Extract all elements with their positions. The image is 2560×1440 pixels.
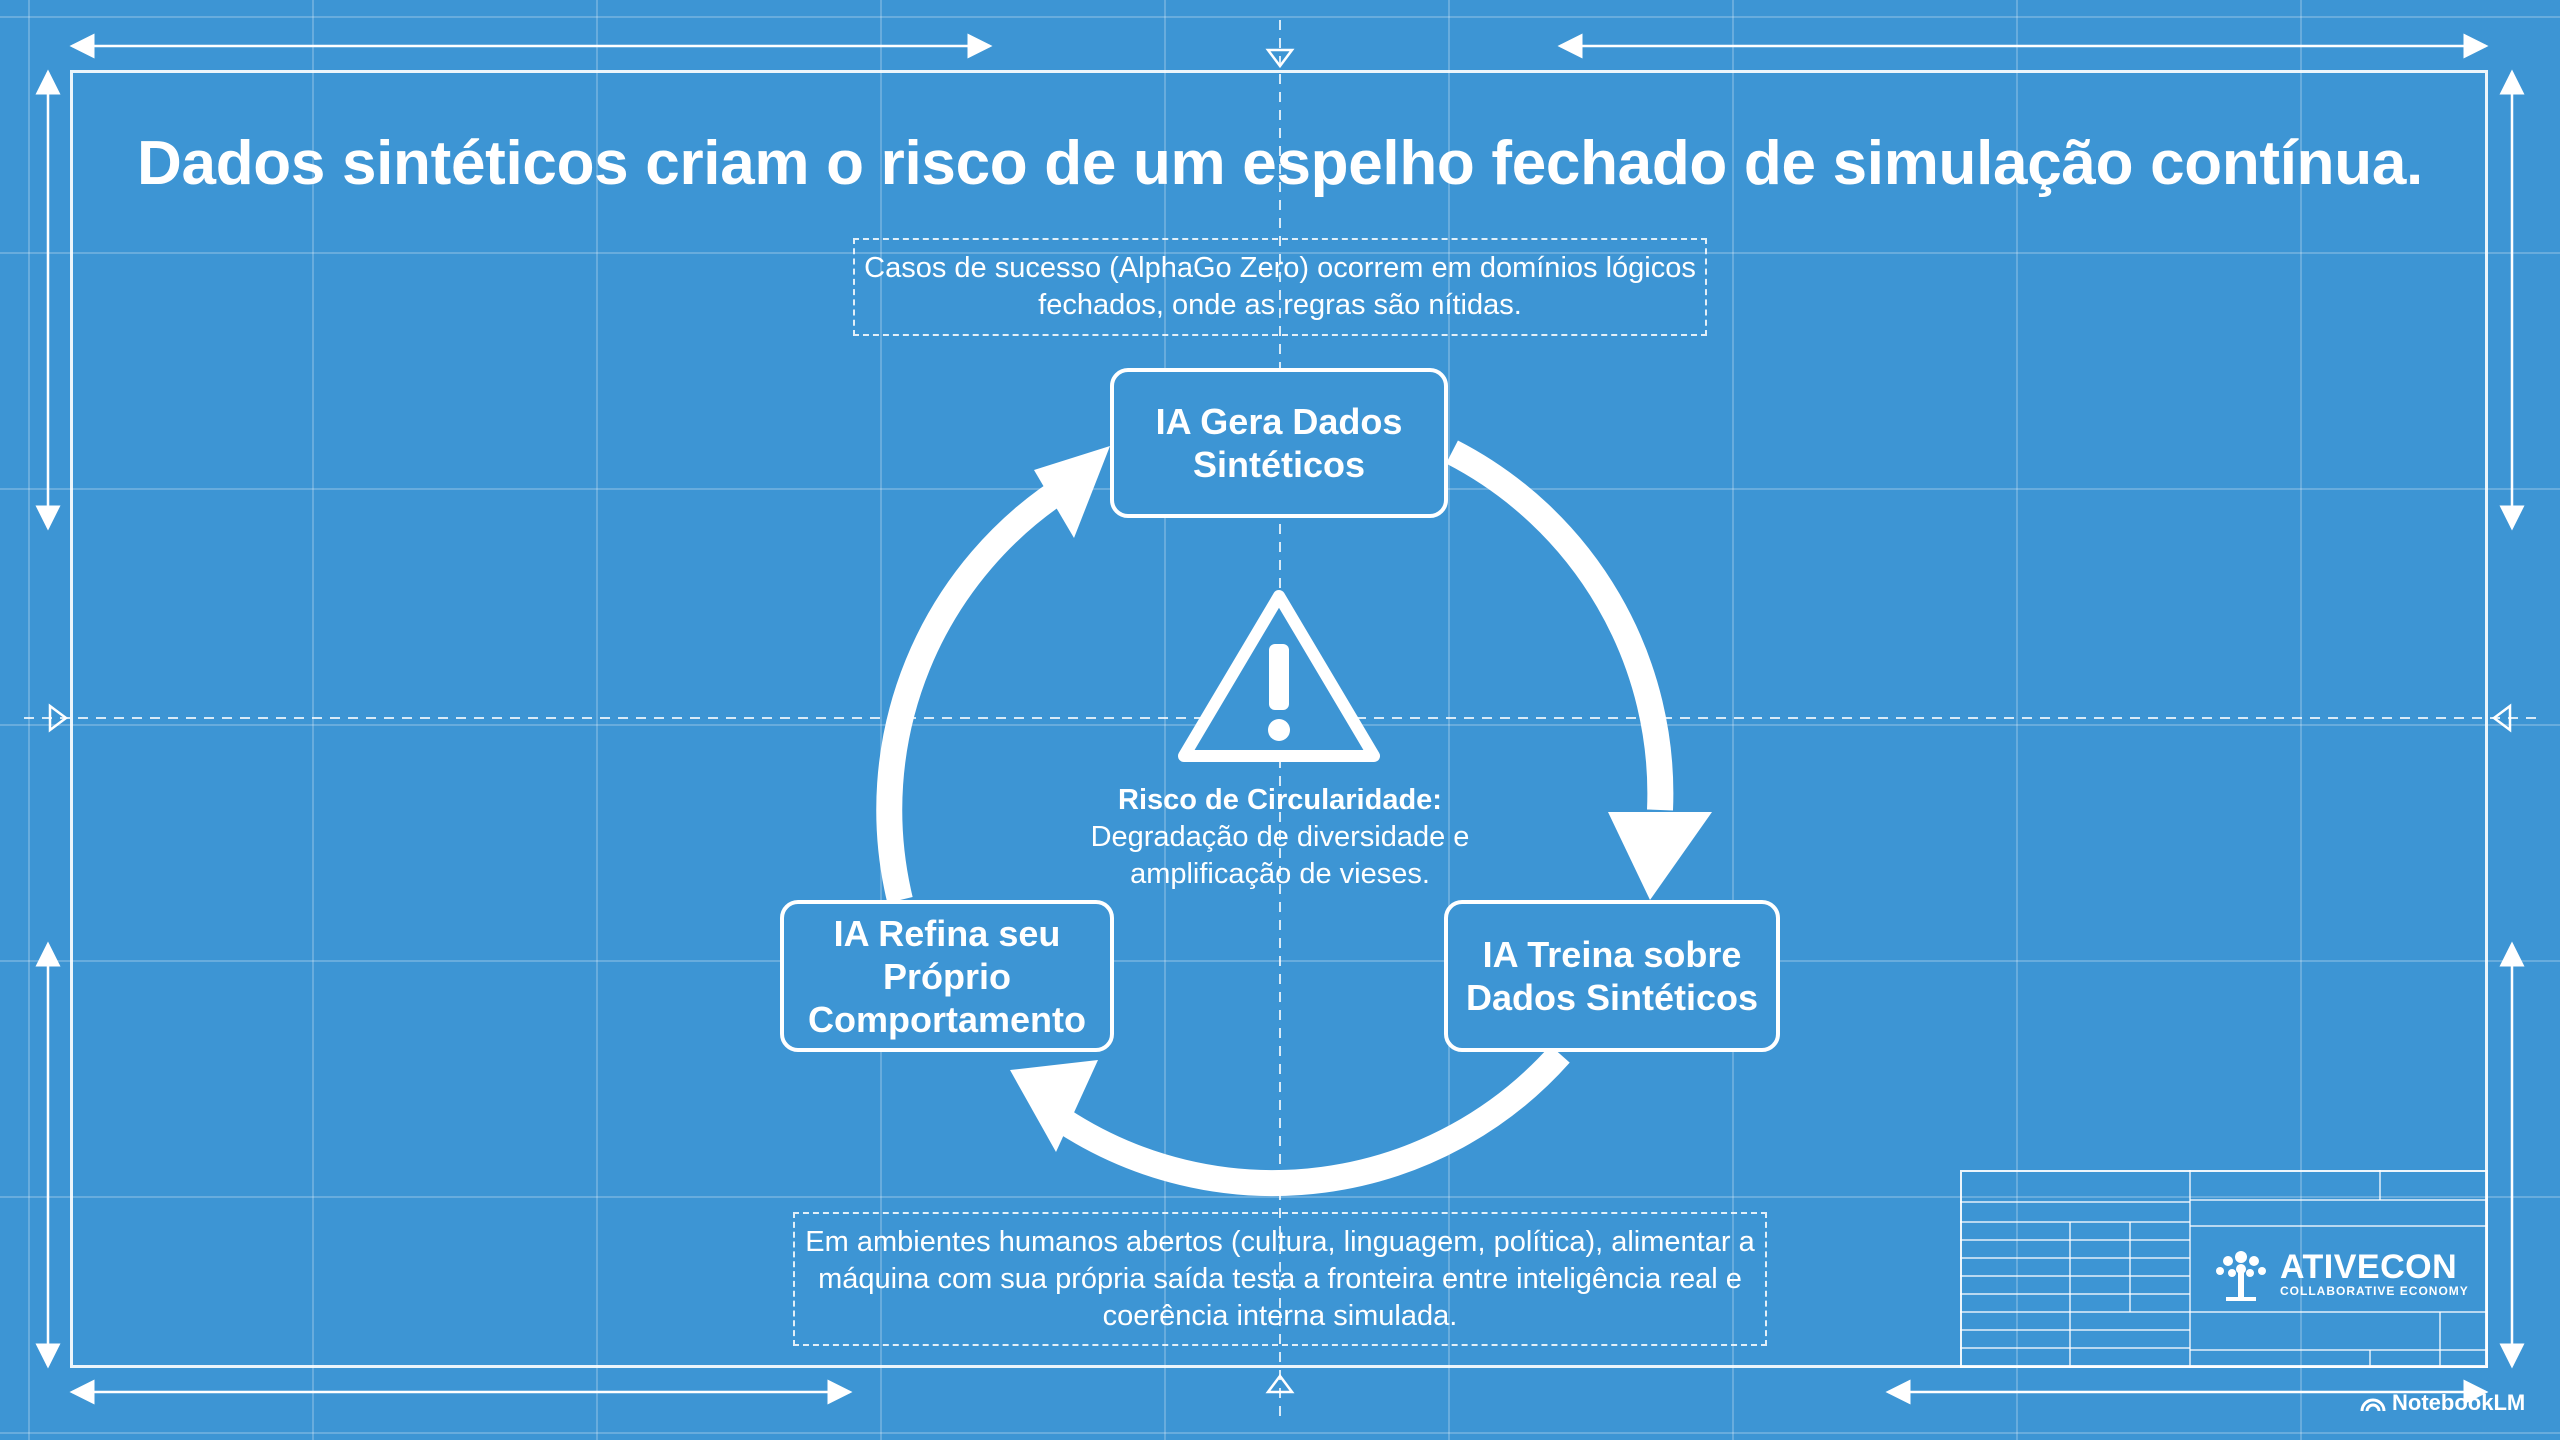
arrowhead-right [1608, 812, 1712, 900]
cycle-arrow-bottom [1054, 1045, 1570, 1197]
logo-tagline: COLLABORATIVE ECONOMY [2280, 1284, 2469, 1298]
note-top: Casos de sucesso (AlphaGo Zero) ocorrem … [853, 238, 1707, 336]
note-bottom-text: Em ambientes humanos abertos (cultura, l… [805, 1225, 1755, 1332]
logo-name: ATIVECON [2280, 1248, 2458, 1286]
note-bottom: Em ambientes humanos abertos (cultura, l… [793, 1212, 1767, 1346]
notebooklm-icon [2360, 1398, 2386, 1412]
warning-triangle-icon [1178, 590, 1380, 762]
circularity-risk-body: Degradação de diversidade e amplificação… [1090, 821, 1470, 890]
watermark-text: NotebookLM [2392, 1390, 2526, 1415]
note-top-text: Casos de sucesso (AlphaGo Zero) ocorrem … [864, 252, 1696, 321]
ativecon-logo: ATIVECON COLLABORATIVE ECONOMY [2210, 1244, 2470, 1304]
circularity-risk: Risco de Circularidade: Degradação de di… [1030, 782, 1530, 893]
notebooklm-watermark: NotebookLM [2360, 1390, 2525, 1416]
cycle-arrow-top-right [1446, 440, 1674, 811]
circularity-risk-heading: Risco de Circularidade: [1118, 784, 1442, 816]
cycle-node-train: IA Treina sobre Dados Sintéticos [1444, 900, 1780, 1052]
title-block [1960, 1170, 2488, 1368]
arrowhead-top [1034, 446, 1110, 538]
cycle-node-train-label: IA Treina sobre Dados Sintéticos [1465, 934, 1759, 1018]
cycle-node-generate: IA Gera Dados Sintéticos [1110, 368, 1448, 518]
cycle-node-refine-label: IA Refina seu Próprio Comportamento [808, 912, 1086, 1040]
arrowhead-left [1010, 1060, 1098, 1152]
blueprint-frame [70, 70, 2488, 1368]
cycle-node-refine: IA Refina seu Próprio Comportamento [780, 900, 1114, 1052]
page-title: Dados sintéticos criam o risco de um esp… [137, 129, 2423, 198]
tree-icon [2216, 1251, 2266, 1301]
cycle-arrow-left [876, 472, 1077, 904]
cycle-node-generate-label: IA Gera Dados Sintéticos [1155, 401, 1403, 485]
